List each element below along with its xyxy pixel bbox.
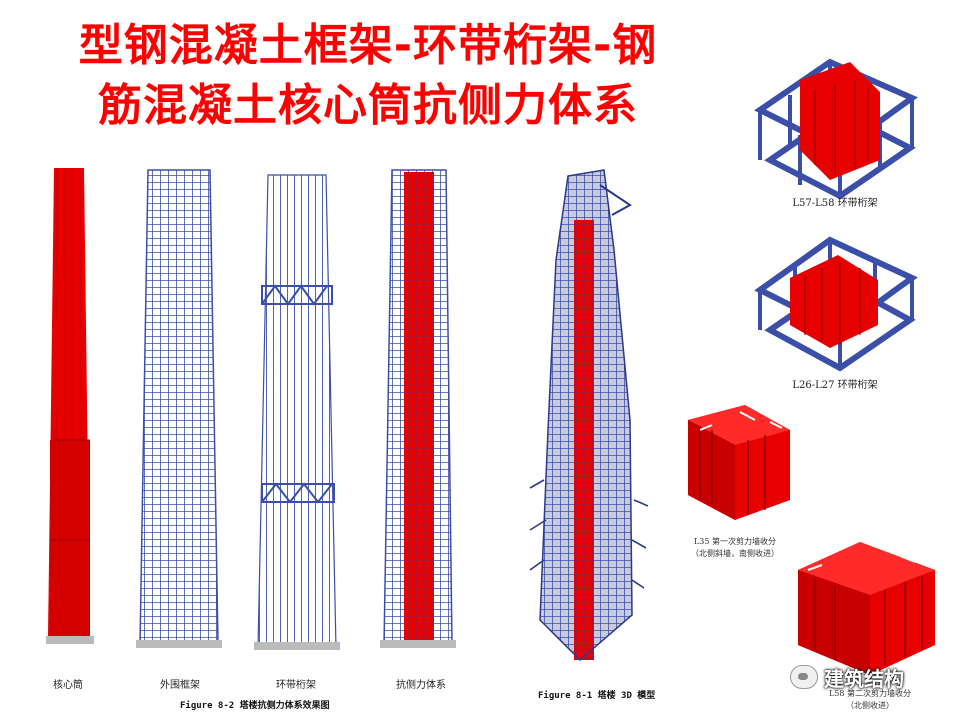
- l35-caption: L35 第一次剪力墙收分 （北侧斜墙，南侧收进）: [680, 536, 790, 560]
- page-title-line2: 筋混凝土核心筒抗侧力体系: [98, 80, 638, 131]
- l58-caption: L58 第二次剪力墙收分 （北侧收进）: [800, 688, 940, 712]
- lateral-system-tower: [380, 169, 456, 648]
- l35-shear-wall-detail: [688, 405, 790, 520]
- l58-shear-wall-detail: [798, 542, 935, 675]
- tower-3d-model: [529, 169, 649, 662]
- lateral-system-label: 抗侧力体系: [396, 680, 446, 691]
- belt-truss-label: 环带桁架: [276, 680, 316, 691]
- figure-8-2-caption: Figure 8-2 塔楼抗侧力体系效果图: [180, 701, 330, 711]
- belt-truss-tower: [254, 174, 340, 650]
- l58-caption-line1: L58 第二次剪力墙收分: [828, 689, 912, 698]
- core-tube-tower: [46, 168, 94, 644]
- l57-caption: L57-L58 环带桁架: [792, 198, 878, 209]
- l58-caption-line2: （北侧收进）: [846, 701, 894, 710]
- l26-belt-truss-detail: [754, 236, 918, 372]
- outer-frame-label: 外围框架: [160, 680, 200, 691]
- l57-belt-truss-detail: [754, 58, 919, 200]
- chat-bubble-icon: [790, 665, 818, 689]
- watermark-text: 建筑结构: [824, 666, 904, 691]
- l35-caption-line1: L35 第一次剪力墙收分: [693, 537, 777, 546]
- core-tube-label: 核心筒: [53, 680, 83, 691]
- l35-caption-line2: （北侧斜墙，南侧收进）: [691, 549, 779, 558]
- figure-8-1-caption: Figure 8-1 塔楼 3D 模型: [538, 691, 656, 701]
- outer-frame-tower: [136, 169, 222, 648]
- watermark: 建筑结构: [790, 664, 904, 691]
- page-title-line1: 型钢混凝土框架-环带桁架-钢: [78, 20, 658, 71]
- l26-caption: L26-L27 环带桁架: [792, 380, 878, 391]
